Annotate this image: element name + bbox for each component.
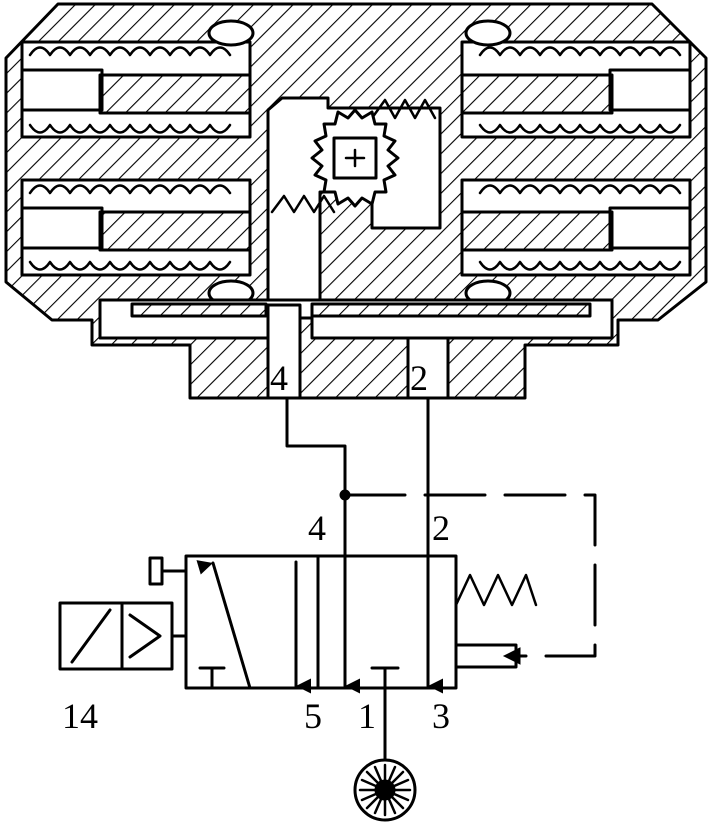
line-port-4 bbox=[285, 396, 347, 497]
flow-arrow bbox=[196, 560, 252, 690]
actuator-body: 4 2 bbox=[4, 2, 708, 400]
exhaust-3-label: 3 bbox=[432, 696, 450, 736]
port-4-bore bbox=[266, 303, 302, 400]
spring-icon bbox=[454, 573, 538, 607]
solenoid-label: 14 bbox=[62, 696, 98, 736]
channel-plate bbox=[130, 302, 268, 318]
actuator-port-4-label: 4 bbox=[270, 358, 288, 398]
rack-chamber bbox=[266, 96, 442, 302]
pressure-source-icon bbox=[353, 758, 417, 822]
valve-body bbox=[184, 554, 458, 690]
pneumatic-lines bbox=[285, 396, 597, 658]
pilot-line bbox=[343, 493, 597, 658]
blocked-port bbox=[198, 666, 226, 690]
blocked-port bbox=[370, 666, 400, 690]
directional-valve bbox=[58, 493, 538, 822]
left-lower-cylinder bbox=[20, 178, 252, 277]
right-upper-cylinder bbox=[460, 40, 692, 139]
pinion-gear bbox=[310, 108, 400, 208]
seal-pocket bbox=[207, 19, 255, 47]
valve-port-2-label: 2 bbox=[432, 508, 450, 548]
solenoid-icon bbox=[58, 601, 188, 671]
valve-port-4-label: 4 bbox=[308, 508, 326, 548]
upper-rack-teeth bbox=[370, 98, 437, 120]
actuator-port-2-label: 2 bbox=[410, 358, 428, 398]
left-upper-cylinder bbox=[20, 40, 252, 139]
right-lower-cylinder bbox=[460, 178, 692, 277]
seal-pocket bbox=[464, 19, 512, 47]
exhaust-5-label: 5 bbox=[304, 696, 322, 736]
manual-override bbox=[148, 556, 164, 586]
channel-plate bbox=[310, 302, 592, 318]
port-2-bore bbox=[406, 336, 450, 400]
lower-rack-teeth bbox=[270, 194, 336, 214]
supply-1-label: 1 bbox=[358, 696, 376, 736]
